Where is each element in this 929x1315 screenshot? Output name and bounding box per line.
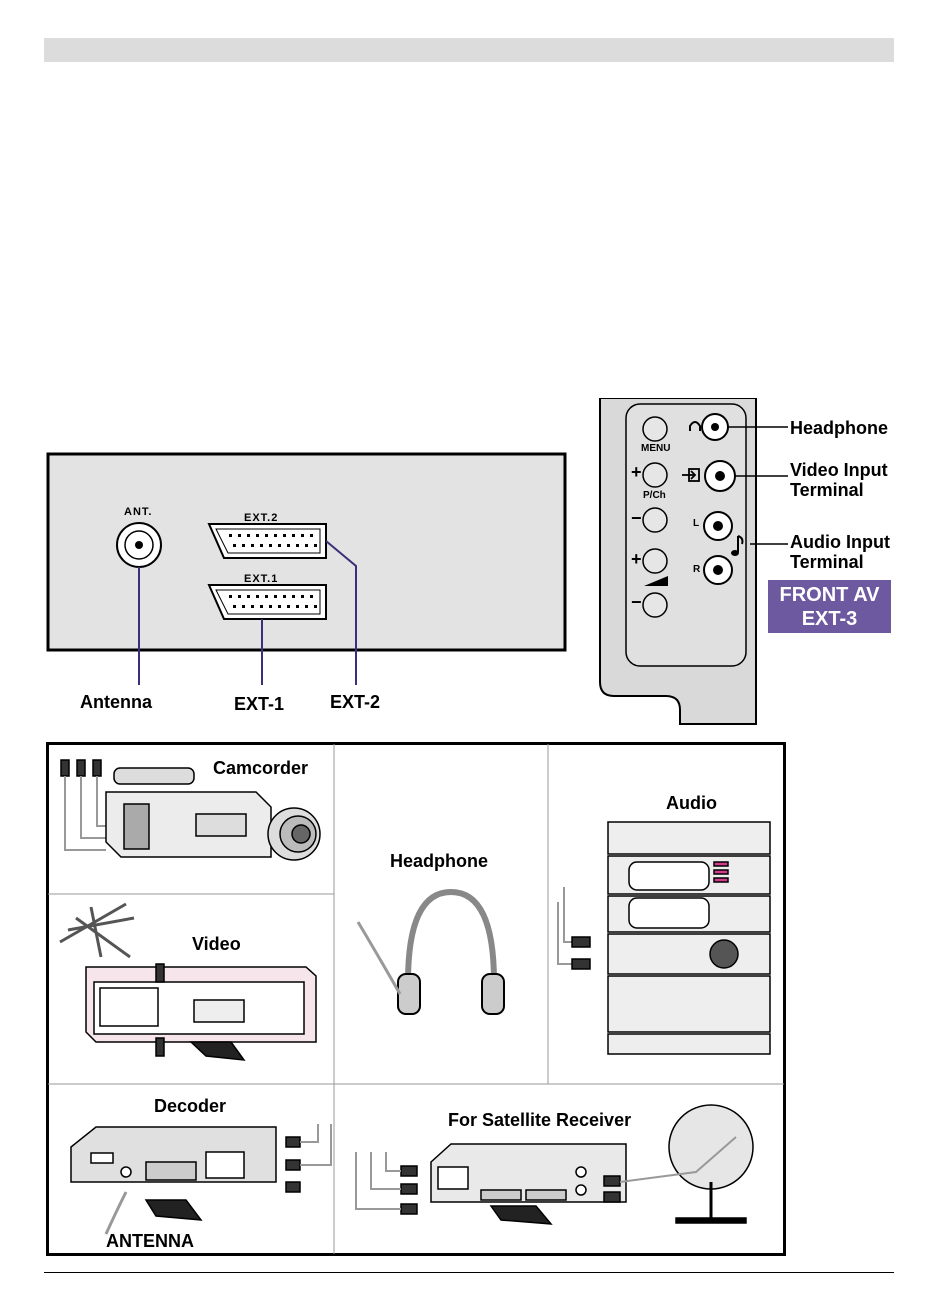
menu-label: MENU	[641, 443, 670, 454]
scart-pin	[256, 534, 259, 537]
scart-pin	[292, 595, 295, 598]
pch-label: P/Ch	[643, 490, 666, 501]
scart-pin	[242, 605, 245, 608]
scart-pin	[287, 544, 290, 547]
left-channel-label: L	[693, 518, 699, 529]
right-channel-label: R	[693, 564, 700, 575]
scart-pin	[229, 534, 232, 537]
scart-pin	[292, 534, 295, 537]
scart-pin	[296, 544, 299, 547]
pch-down-button[interactable]	[643, 508, 667, 532]
headphone-title: Headphone	[390, 851, 488, 872]
scart-pin	[238, 534, 241, 537]
camcorder-title: Camcorder	[213, 758, 308, 779]
video-title: Video	[192, 934, 241, 955]
front-av-badge: FRONT AV EXT-3	[768, 580, 891, 633]
scart-pin	[314, 544, 317, 547]
pch-minus-sign: −	[631, 508, 642, 529]
scart-pin	[233, 605, 236, 608]
footer-rule	[44, 1272, 894, 1273]
scart-pin	[278, 605, 281, 608]
scart-pin	[278, 544, 281, 547]
page-header-bar	[44, 38, 894, 62]
scart-pin	[296, 605, 299, 608]
audio-input-callout-line2: Terminal	[790, 552, 864, 573]
scart-pin	[260, 544, 263, 547]
scart-pin	[310, 534, 313, 537]
scart-pin	[283, 595, 286, 598]
scart-pin	[260, 605, 263, 608]
audio-input-callout-line1: Audio Input	[790, 532, 890, 553]
rear-panel-diagram	[44, 450, 574, 720]
front-av-label: FRONT AV	[768, 583, 891, 607]
scart-pin	[287, 605, 290, 608]
antenna-callout: Antenna	[80, 692, 152, 713]
video-input-callout-line2: Terminal	[790, 480, 864, 501]
ext3-label: EXT-3	[768, 607, 891, 631]
scart-pin	[256, 595, 259, 598]
pch-up-button[interactable]	[643, 463, 667, 487]
scart-pin	[269, 544, 272, 547]
ext1-label: EXT.1	[244, 573, 278, 585]
decoder-title: Decoder	[154, 1096, 226, 1117]
scart-pin	[247, 595, 250, 598]
scart-pin	[301, 595, 304, 598]
video-input-callout-line1: Video Input	[790, 460, 888, 481]
scart-pin	[247, 534, 250, 537]
scart-pin	[301, 534, 304, 537]
scart-pin	[274, 534, 277, 537]
scart-pin	[251, 544, 254, 547]
ext1-callout: EXT-1	[234, 694, 284, 715]
antenna-label: ANTENNA	[106, 1231, 194, 1252]
scart-pin	[269, 605, 272, 608]
ext2-scart-connector	[209, 524, 326, 558]
menu-button[interactable]	[643, 417, 667, 441]
scart-pin	[238, 595, 241, 598]
scart-pin	[274, 595, 277, 598]
scart-pin	[283, 534, 286, 537]
scart-pin	[229, 595, 232, 598]
scart-pin	[305, 605, 308, 608]
devices-grid	[46, 742, 786, 1256]
scart-pin	[265, 595, 268, 598]
audio-title: Audio	[666, 793, 717, 814]
headphone-callout: Headphone	[790, 418, 888, 439]
pch-plus-sign: +	[631, 462, 642, 483]
scart-pin	[305, 544, 308, 547]
scart-pin	[251, 605, 254, 608]
ext1-scart-connector	[209, 585, 326, 619]
ant-label: ANT.	[124, 506, 152, 518]
scart-pin	[310, 595, 313, 598]
satellite-receiver-title: For Satellite Receiver	[448, 1110, 631, 1131]
scart-pin	[265, 534, 268, 537]
volume-minus-sign: −	[631, 592, 642, 613]
ext2-label: EXT.2	[244, 512, 278, 524]
ext2-callout: EXT-2	[330, 692, 380, 713]
scart-pin	[233, 544, 236, 547]
volume-down-button[interactable]	[643, 593, 667, 617]
scart-pin	[242, 544, 245, 547]
volume-up-button[interactable]	[643, 549, 667, 573]
volume-plus-sign: +	[631, 549, 642, 570]
scart-pin	[314, 605, 317, 608]
